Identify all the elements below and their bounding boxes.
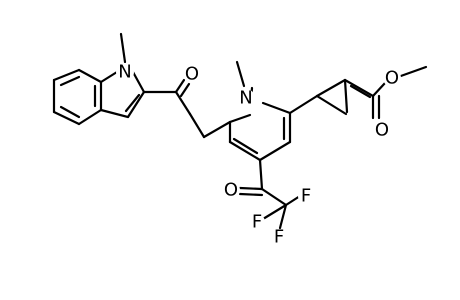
atom-label-text: F	[301, 186, 311, 207]
bond	[258, 140, 292, 162]
c-f-bond	[261, 203, 288, 221]
ester-c-o-single-bond	[371, 81, 387, 98]
bond	[202, 120, 232, 139]
bond	[228, 113, 252, 124]
atom-label-text: F	[252, 212, 262, 233]
n-methyl-bond	[235, 60, 246, 88]
bond	[349, 84, 372, 99]
atom-label-ester-o-single: O	[383, 68, 401, 89]
bond	[315, 78, 347, 98]
bond	[188, 112, 206, 139]
bond	[124, 93, 141, 113]
c-f-bond	[278, 203, 288, 230]
ketone-c-o-bond	[179, 82, 191, 98]
atom-label-fluorine-3: F	[271, 227, 287, 248]
bond	[52, 110, 81, 126]
bond	[260, 187, 288, 207]
indole-benzene-ring	[52, 68, 103, 126]
atom-label-trifluoroacetyl-o: O	[222, 180, 240, 201]
bond	[77, 108, 103, 126]
atom-label-indole-n: N	[116, 62, 134, 83]
bond	[288, 94, 319, 115]
atom-label-text: N	[239, 88, 252, 109]
bond	[343, 78, 375, 98]
atom-label-ketone-o: O	[183, 64, 201, 85]
atom-label-text: O	[185, 64, 199, 85]
indole-n-methyl-bond	[119, 32, 127, 64]
atom-label-text: O	[375, 120, 389, 141]
bond	[131, 70, 146, 94]
bond	[77, 68, 103, 84]
atom-label-ester-o-double: O	[373, 120, 391, 141]
bond	[59, 105, 81, 119]
atom-label-ring-n: N	[237, 88, 255, 109]
c-f-bond	[284, 194, 302, 207]
bond	[315, 94, 348, 116]
bond	[99, 70, 119, 84]
bond	[174, 90, 192, 116]
bond	[126, 90, 146, 119]
bond	[232, 137, 259, 155]
ketone-c-o-bond	[174, 78, 186, 94]
atom-label-fluorine-2: F	[249, 212, 265, 233]
bond	[228, 140, 262, 162]
atom-label-text: F	[274, 227, 284, 248]
ester-methyl-bond	[396, 65, 428, 79]
indole-pyrrole-ring	[99, 70, 146, 119]
bond	[258, 158, 264, 191]
bond	[99, 108, 130, 119]
atom-label-text: O	[385, 68, 399, 89]
bond	[52, 68, 81, 82]
bond	[343, 78, 349, 114]
atom-label-text: N	[118, 62, 131, 83]
acyl-c-o-double-bond	[238, 186, 264, 191]
bond	[261, 101, 292, 115]
atom-label-text: O	[224, 180, 238, 201]
bond	[59, 75, 81, 87]
atom-label-fluorine-1: F	[298, 186, 314, 207]
acyl-c-o-double-bond	[238, 192, 264, 197]
